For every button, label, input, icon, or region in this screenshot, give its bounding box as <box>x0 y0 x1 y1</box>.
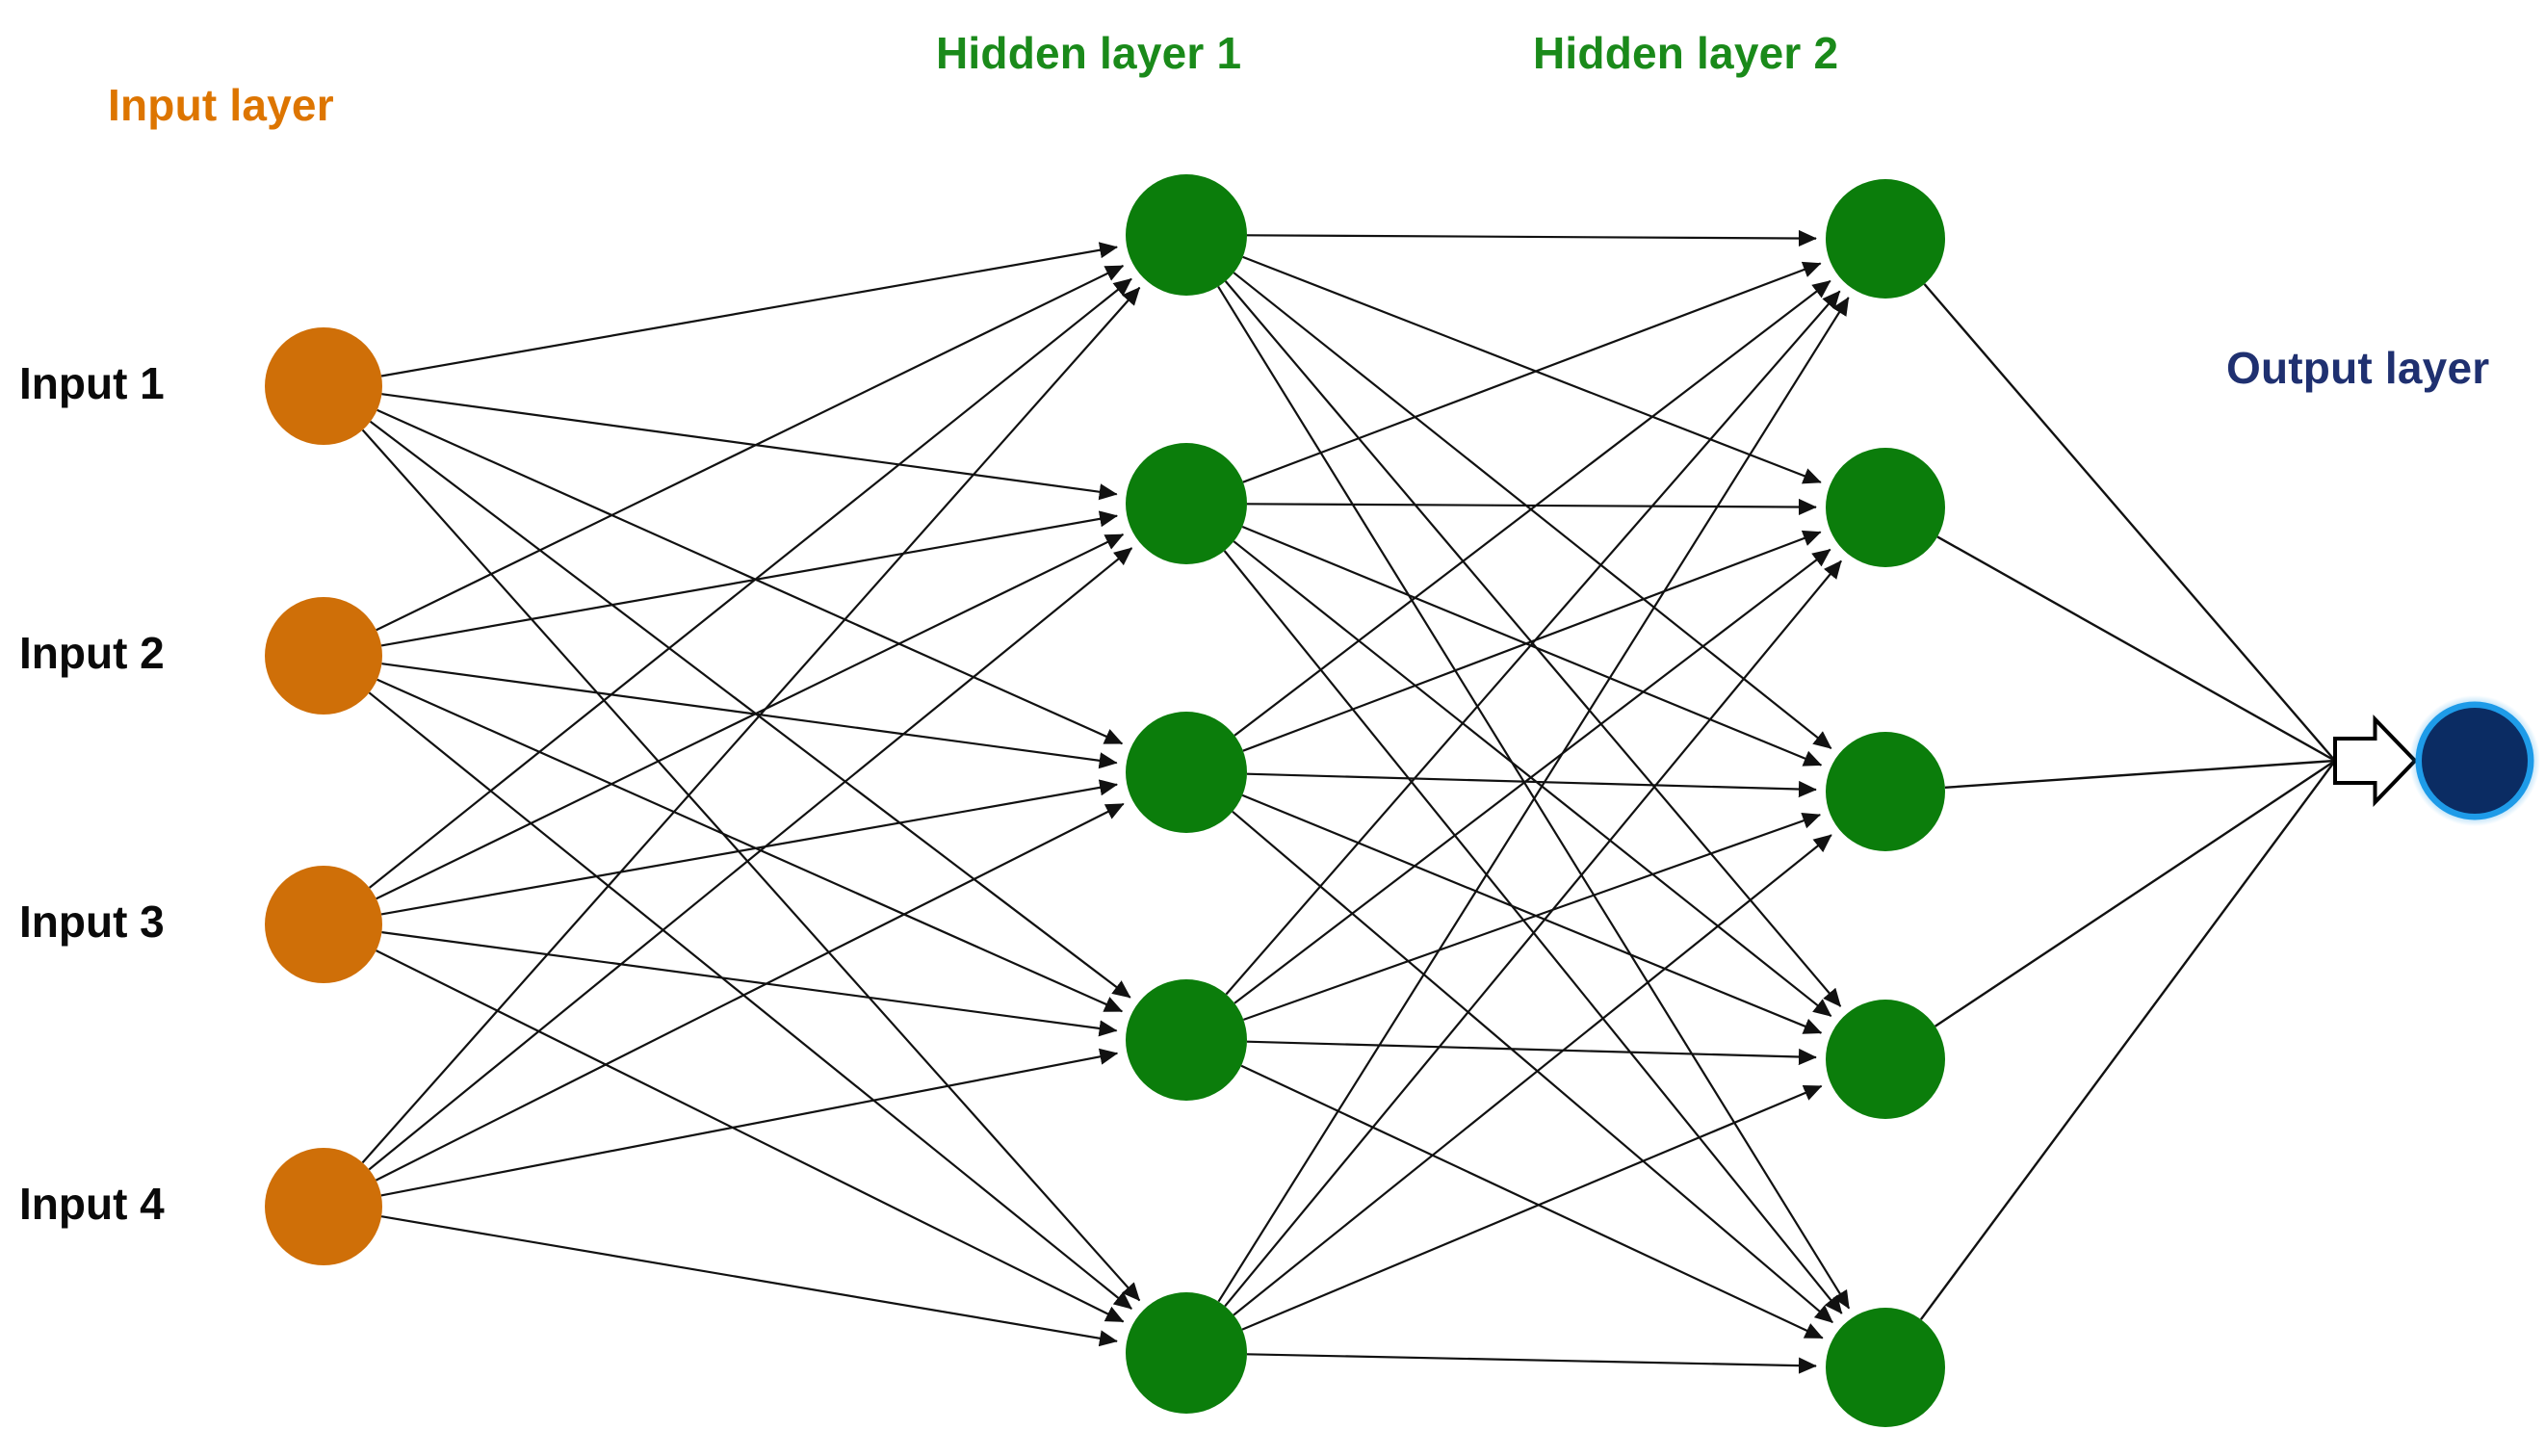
edge-input-to-hidden1 <box>368 547 1133 1171</box>
edge-hidden1-to-hidden2 <box>1246 498 1817 516</box>
edge-hidden1-to-hidden2 <box>1241 793 1823 1034</box>
edge-input-to-hidden1 <box>381 393 1118 501</box>
edge-hidden1-to-hidden2 <box>1233 272 1832 750</box>
edge-input-to-hidden1 <box>368 691 1132 1310</box>
edge-hidden1-to-hidden2 <box>1234 279 1831 737</box>
hidden1-node <box>1126 1292 1247 1414</box>
edge-input-to-hidden1 <box>381 663 1118 769</box>
edge-hidden1-to-hidden2 <box>1241 1084 1823 1331</box>
input-node <box>265 327 382 445</box>
edge-input-to-hidden1 <box>377 678 1124 1013</box>
edges-hidden1-to-hidden2 <box>1217 229 1851 1374</box>
edge-hidden1-to-hidden2 <box>1246 1353 1817 1374</box>
edge-hidden1-to-hidden2 <box>1217 286 1851 1310</box>
edge-hidden1-to-hidden2 <box>1232 810 1833 1324</box>
hidden2-node <box>1826 179 1945 299</box>
edge-input-to-hidden1 <box>361 429 1141 1302</box>
edge-input-to-hidden1 <box>376 949 1125 1323</box>
hidden2-node <box>1826 448 1945 567</box>
hidden1-node <box>1126 979 1247 1101</box>
edge-hidden1-to-hidden2 <box>1242 261 1822 483</box>
edge-hidden2-to-output <box>1919 760 2336 1320</box>
output-node <box>2422 708 2528 814</box>
edge-hidden1-to-hidden2 <box>1240 1064 1824 1339</box>
edge-hidden1-to-hidden2 <box>1217 297 1850 1303</box>
output-layer-node <box>2409 695 2540 826</box>
hidden-layer-2-nodes <box>1826 179 1945 1427</box>
edge-input-to-hidden1 <box>380 1215 1118 1347</box>
edge-hidden1-to-hidden2 <box>1242 255 1822 484</box>
edges-hidden2-to-output <box>1919 283 2336 1320</box>
edge-hidden1-to-hidden2 <box>1242 530 1822 752</box>
edge-input-to-hidden1 <box>376 802 1125 1182</box>
edge-input-to-hidden1 <box>380 1048 1119 1197</box>
edge-input-to-hidden1 <box>377 408 1124 745</box>
input-node <box>265 597 382 715</box>
edge-input-to-hidden1 <box>380 510 1118 647</box>
input-node-label-2: Input 2 <box>19 628 165 678</box>
hidden1-node <box>1126 712 1247 833</box>
edge-input-to-hidden1 <box>380 779 1118 916</box>
edge-input-to-hidden1 <box>369 277 1132 889</box>
input-node-label-1: Input 1 <box>19 358 165 408</box>
edges-input-to-hidden1 <box>361 242 1141 1347</box>
input-layer-nodes <box>265 327 382 1265</box>
edge-input-to-hidden1 <box>376 533 1125 900</box>
edge-hidden1-to-hidden2 <box>1246 1040 1817 1066</box>
edge-hidden2-to-output <box>1944 759 2336 789</box>
hidden2-node <box>1826 1308 1945 1427</box>
edge-input-to-hidden1 <box>361 286 1141 1164</box>
edge-hidden2-to-output <box>1935 760 2336 1027</box>
edge-hidden1-to-hidden2 <box>1246 772 1817 798</box>
hidden2-node <box>1826 1000 1945 1119</box>
output-layer-title: Output layer <box>2226 343 2490 393</box>
hidden-layer-1-nodes <box>1126 174 1247 1414</box>
hidden1-node <box>1126 443 1247 564</box>
output-node-ring <box>2415 701 2534 820</box>
edge-hidden1-to-hidden2 <box>1246 229 1817 247</box>
input-node-label-3: Input 3 <box>19 897 165 947</box>
edge-hidden1-to-hidden2 <box>1225 290 1841 996</box>
edge-hidden1-to-hidden2 <box>1241 525 1823 767</box>
edge-hidden1-to-hidden2 <box>1233 540 1832 1018</box>
input-node <box>265 1148 382 1265</box>
hidden1-node <box>1126 174 1247 296</box>
input-node-label-4: Input 4 <box>19 1179 165 1229</box>
edge-hidden2-to-output <box>1936 535 2336 763</box>
input-layer-title: Input layer <box>108 80 334 130</box>
edge-hidden1-to-hidden2 <box>1233 834 1832 1316</box>
edge-hidden2-to-output <box>1923 283 2336 762</box>
edge-input-to-hidden1 <box>369 420 1131 999</box>
hidden-layer-1-title: Hidden layer 1 <box>936 28 1242 78</box>
block-arrow-right-icon <box>2333 715 2418 807</box>
output-block-arrow-icon <box>2333 715 2418 807</box>
edge-input-to-hidden1 <box>380 242 1118 377</box>
edge-input-to-hidden1 <box>376 265 1125 632</box>
hidden-layer-2-title: Hidden layer 2 <box>1533 28 1839 78</box>
edge-input-to-hidden1 <box>381 931 1118 1037</box>
edge-hidden1-to-hidden2 <box>1234 548 1831 1004</box>
input-node <box>265 866 382 983</box>
hidden2-node <box>1826 732 1945 851</box>
edge-hidden1-to-hidden2 <box>1224 559 1842 1308</box>
edge-hidden1-to-hidden2 <box>1243 813 1822 1021</box>
